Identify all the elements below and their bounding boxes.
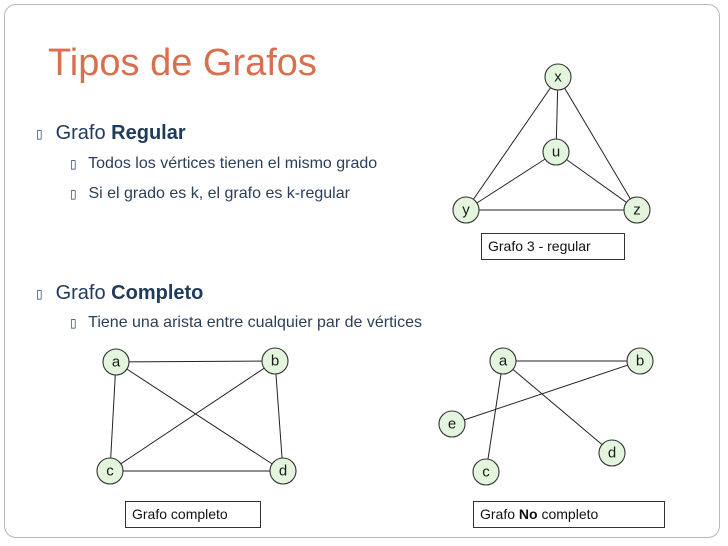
caption-text: Grafo 3 - regular (488, 238, 591, 254)
node-d-nc: d (598, 439, 626, 467)
bullet-label-prefix: Grafo (55, 122, 106, 144)
node-label: c (482, 464, 490, 481)
edge-b-e-nc (451, 360, 641, 425)
caption-prefix: Grafo (480, 506, 516, 522)
node-c-nc: c (472, 458, 500, 486)
bullet-grafo-completo: ▯ Grafo Completo (36, 282, 203, 305)
sub-bullet-regular-1: ▯ Todos los vértices tienen el mismo gra… (70, 155, 377, 173)
edge-b-d (274, 360, 284, 472)
bullet-marker-icon: ▯ (70, 156, 77, 171)
caption-grafo-completo: Grafo completo (125, 501, 261, 528)
node-c: c (96, 457, 124, 485)
edge-a-b (115, 360, 276, 363)
bullet-marker-icon: ▯ (36, 126, 43, 141)
bullet-marker-icon: ▯ (70, 315, 77, 330)
sub-bullet-regular-2: ▯ Si el grado es k, el grafo es k-regula… (70, 185, 350, 203)
sub-bullet-completo-1: ▯ Tiene una arista entre cualquier par d… (70, 314, 422, 332)
node-label: x (554, 69, 562, 86)
bullet-label-bold: Regular (111, 122, 186, 144)
caption-grafo-regular: Grafo 3 - regular (481, 233, 625, 260)
node-b-nc: b (626, 347, 654, 375)
node-label: d (608, 445, 616, 462)
edge-x-y (465, 76, 559, 211)
caption-grafo-no-completo: Grafo No completo (473, 501, 665, 528)
node-u: u (542, 138, 570, 166)
node-label: b (636, 353, 644, 370)
node-label: u (552, 144, 560, 161)
sub-bullet-text: Tiene una arista entre cualquier par de … (88, 314, 422, 331)
edge-a-c-nc (485, 360, 504, 473)
bullet-label-bold: Completo (111, 282, 204, 304)
node-label: a (112, 354, 121, 371)
node-z: z (623, 196, 651, 224)
slide-title: Tipos de Grafos (48, 42, 317, 84)
node-e-nc: e (438, 410, 466, 438)
node-b: b (261, 347, 289, 375)
node-label: d (279, 463, 287, 480)
node-label: a (499, 353, 508, 370)
node-x: x (544, 63, 572, 91)
bullet-marker-icon: ▯ (70, 186, 77, 201)
node-a: a (102, 348, 130, 376)
node-label: z (633, 202, 641, 219)
sub-bullet-text: Todos los vértices tienen el mismo grado (88, 155, 378, 172)
edge-b-c (109, 360, 276, 472)
caption-bold: No (518, 506, 538, 522)
caption-suffix: completo (541, 506, 599, 522)
bullet-label-prefix: Grafo (55, 282, 106, 304)
node-label: e (448, 416, 456, 433)
sub-bullet-text: Si el grado es k, el grafo es k-regular (88, 185, 350, 202)
node-a-nc: a (489, 347, 517, 375)
bullet-marker-icon: ▯ (36, 286, 43, 301)
node-label: y (462, 202, 470, 219)
edge-a-d (115, 361, 284, 472)
node-label: b (271, 353, 279, 370)
complete-graph-edges (109, 360, 284, 472)
bullet-grafo-regular: ▯ Grafo Regular (36, 122, 186, 145)
edge-a-c (109, 361, 117, 472)
node-label: c (106, 463, 114, 480)
edge-u-y (465, 151, 557, 211)
not-complete-graph-edges (451, 360, 641, 473)
caption-text: Grafo completo (132, 506, 228, 522)
edge-x-z (557, 76, 638, 211)
node-y: y (452, 196, 480, 224)
edge-u-z (555, 151, 638, 211)
edge-a-d-nc (502, 360, 613, 454)
node-d: d (269, 457, 297, 485)
